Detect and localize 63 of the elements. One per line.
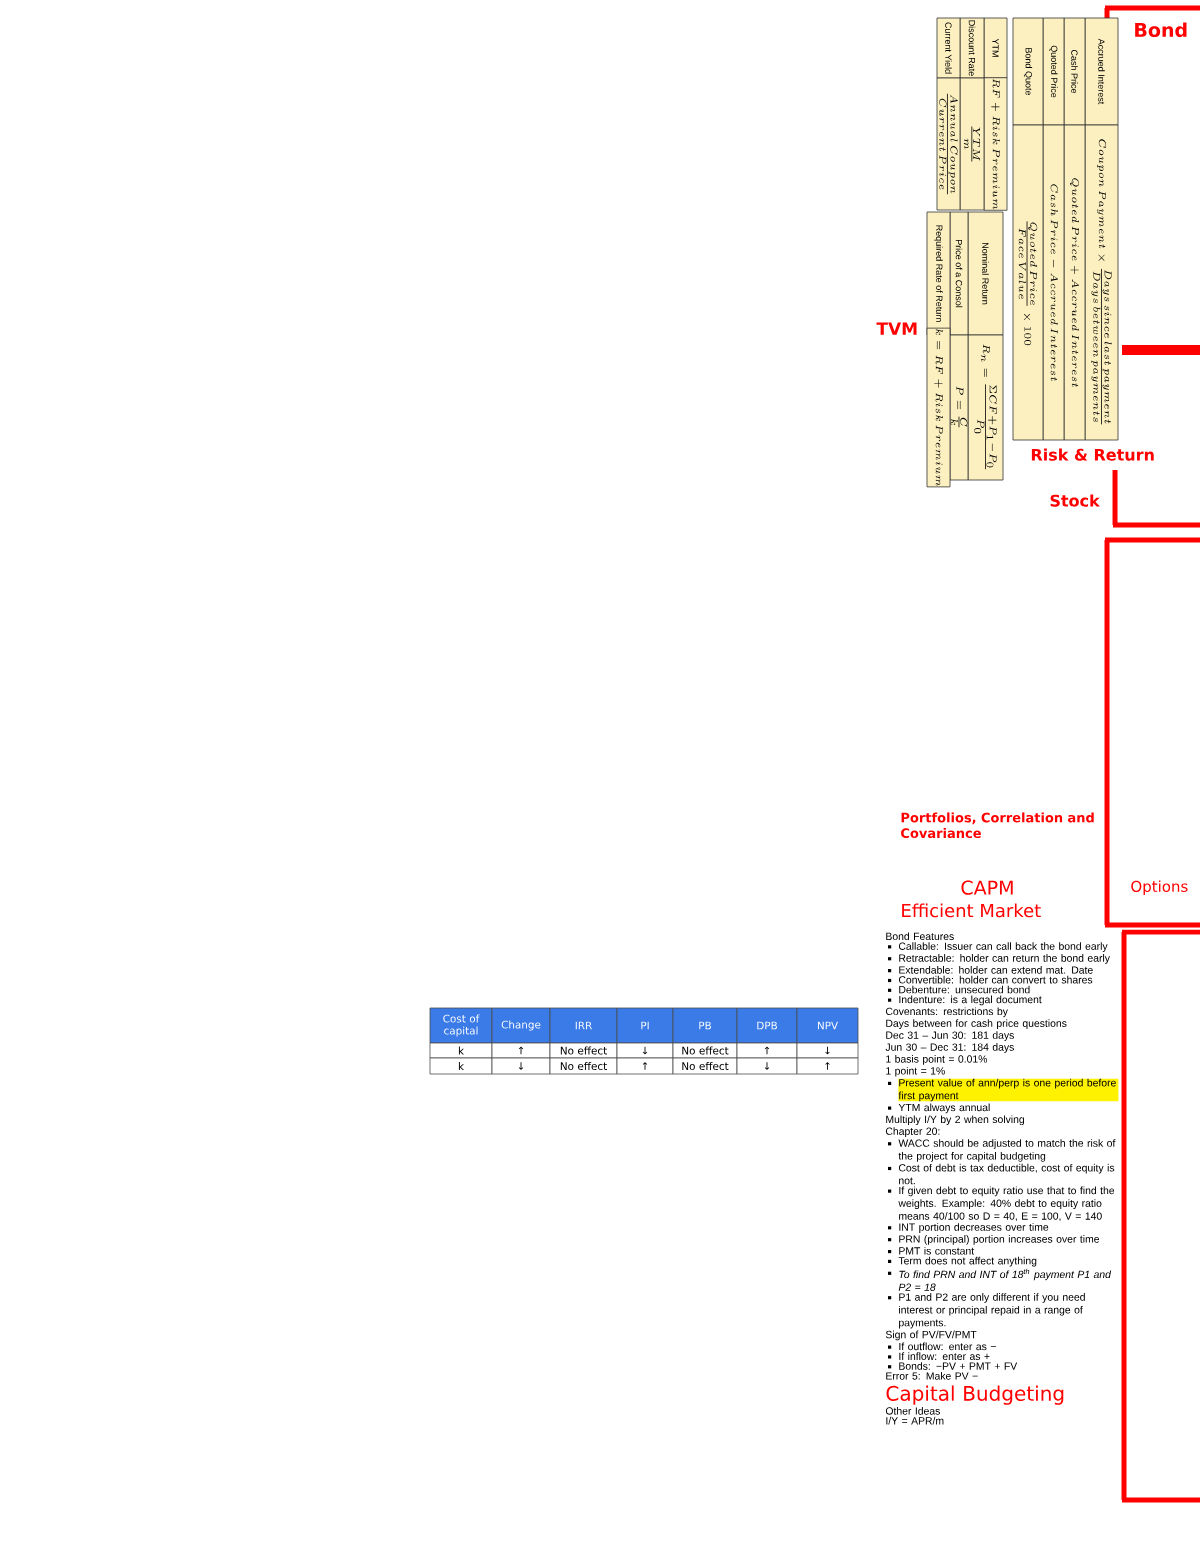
section-heading: Risk & Return	[1031, 448, 1154, 461]
section-heading: Efficient Market	[902, 903, 1041, 918]
table-cell: $R_n = \frac{\Sigma CF + P_1 - P_0}{P_0}$	[967, 334, 1004, 481]
table-cell: NPV	[796, 1007, 859, 1044]
section-heading: CAPM	[961, 880, 1013, 895]
note-text: Multiply I/Y by 2 when solving	[886, 1115, 1024, 1126]
note-text: Covenants: restrictions by	[885, 1007, 1008, 1018]
note-text: Chapter 20:	[885, 1127, 940, 1137]
bullet-item: Debenture: unsecured bond	[888, 985, 1030, 994]
section-heading: TVM	[876, 322, 917, 335]
table-cell: PI	[616, 1007, 674, 1044]
table-cell: No effect	[549, 1057, 618, 1075]
section-heading: Bond	[1135, 22, 1187, 38]
bullet-item: YTM always annual	[888, 1103, 990, 1114]
table-cell: Change	[491, 1007, 551, 1044]
note-text: Other Ideas	[885, 1407, 940, 1415]
bullet-item: Convertible: holder can convert to shares	[888, 975, 1093, 984]
bullet-item: If inflow: enter as +	[888, 1352, 990, 1360]
table-cell: Cost of capital	[429, 1007, 493, 1044]
bullet-item: If given debt to equity ratio use that to find the weights. Example: 40% debt to equity ratio means 40/100 so D = 40, E = 100, V = 140	[888, 1186, 1115, 1221]
table-cell: Bond Quote	[1012, 17, 1044, 126]
bullet-item: Bonds: −PV + PMT + FV	[888, 1362, 1018, 1370]
table-cell: Discount Rate	[959, 17, 985, 79]
bullet-item: Indenture: is a legal document	[888, 995, 1042, 1006]
highlighted-note: Present value of ann/perp is one period before first payment	[888, 1078, 1119, 1102]
bullet-item: WACC should be adjusted to match the risk of the project for capital budgeting	[888, 1139, 1116, 1162]
note-text: 1 point = 1%	[886, 1066, 945, 1077]
note-text: 1 basis point = 0.01%	[886, 1055, 988, 1065]
section-heading: Capital Budgeting	[886, 1385, 1064, 1405]
table-cell: Accrued Interest	[1084, 17, 1119, 126]
table-cell: k	[429, 1057, 493, 1075]
note-text: Sign of PV/FV/PMT	[885, 1330, 977, 1341]
bullet-item: Term does not affect anything	[888, 1256, 1037, 1267]
bullet-item: To find PRN and INT of 18$^{th}$ payment P1 and P2 = 18	[888, 1268, 1112, 1291]
note-text: I/Y = APR/m	[886, 1416, 944, 1425]
table-cell: No effect	[672, 1057, 738, 1075]
section-heading: Stock	[1050, 494, 1100, 507]
note-text: Jun 30 – Dec 31: 184 days	[885, 1043, 1014, 1053]
bullet-item: Extendable: holder can extend mat. Date	[888, 966, 1093, 974]
note-text: Dec 31 – Jun 30: 181 days	[886, 1031, 1014, 1041]
note-text: Error 5: Make PV −	[886, 1372, 978, 1380]
note-text: Days between for cash price questions	[886, 1019, 1067, 1030]
section-heading: Options	[1131, 880, 1188, 895]
table-cell: IRR	[549, 1007, 618, 1044]
table-cell: ↓	[491, 1057, 551, 1075]
bullet-item: Callable: Issuer can call back the bond early	[888, 942, 1108, 952]
bullet-item: If outflow: enter as −	[888, 1342, 996, 1351]
table-cell: PB	[672, 1007, 738, 1044]
bullet-item: PMT is constant	[888, 1246, 975, 1255]
table-cell: Nominal Return	[967, 211, 1004, 336]
section-heading: Portfolios, Correlation and Covariance	[901, 812, 1094, 839]
table-cell: ↑	[796, 1057, 859, 1075]
table-cell: Current Yield	[936, 17, 961, 79]
bullet-item: PRN (principal) portion increases over time	[888, 1235, 1100, 1245]
bullet-item: P1 and P2 are only different if you need interest or principal repaid in a range of payments.	[888, 1293, 1085, 1329]
table-cell: ↑	[616, 1057, 674, 1075]
table-cell: YTM	[983, 17, 1008, 79]
table-cell: ↓	[736, 1057, 798, 1075]
note-text: Bond Features	[886, 932, 954, 941]
bullet-item: INT portion decreases over time	[888, 1223, 1049, 1233]
bullet-item: Cost of debt is tax deductible, cost of equity is not.	[888, 1163, 1115, 1185]
bullet-item: Retractable: holder can return the bond early	[888, 954, 1110, 964]
table-cell: DPB	[736, 1007, 798, 1044]
